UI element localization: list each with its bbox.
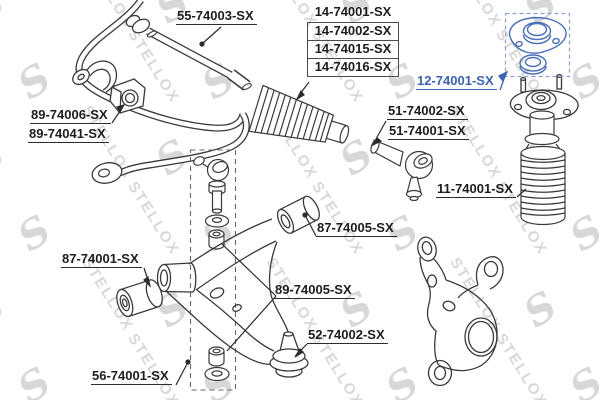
steering-rack-boot-drawing [248, 84, 350, 144]
shock-boot-drawing [520, 110, 566, 226]
tie-rod-end-drawing [370, 139, 434, 202]
stabilizer-bar-drawing [75, 0, 250, 184]
label-tie-rod-end-b: 51-74001-SX [388, 124, 469, 140]
label-strut-mount-selected[interactable]: 12-74001-SX [416, 74, 497, 90]
label-tie-rod: 55-74003-SX [176, 9, 257, 25]
tie-rod-axial-drawing [125, 14, 252, 91]
leader-87-74005 [305, 216, 317, 237]
control-arm-drawing [156, 195, 320, 378]
leader-89-74005-lower [226, 295, 277, 352]
leader-89-74005-upper [221, 243, 277, 297]
label-stab-bracket: 89-74041-SX [28, 127, 109, 143]
leader-56-74001 [175, 363, 188, 386]
label-stab-bushing: 89-74006-SX [30, 108, 111, 124]
label-arm-bushing-rear: 87-74001-SX [61, 252, 142, 268]
label-stab-link: 56-74001-SX [91, 369, 172, 385]
selected-part-drawing [504, 12, 571, 78]
label-ball-joint: 52-74002-SX [307, 328, 388, 344]
label-shock-boot: 11-74001-SX [436, 182, 516, 198]
leader-51 [375, 120, 387, 140]
label-tie-rod-end-a: 51-74002-SX [387, 104, 468, 120]
label-boot-kit-3: 14-74015-SX [307, 40, 399, 59]
leader-55-74003 [202, 26, 222, 44]
steering-knuckle-drawing [417, 236, 504, 387]
label-boot-kit-4: 14-74016-SX [307, 58, 399, 77]
label-link-bushing-kit: 89-74005-SX [274, 283, 355, 299]
selection-dashed-box [504, 12, 571, 78]
stab-link-group-box [189, 149, 237, 391]
leader-11-74001 [516, 188, 527, 198]
label-boot-kit-1: 14-74001-SX [314, 4, 392, 19]
stabilizer-link-drawing [193, 156, 230, 382]
leader-12-74001 [497, 70, 509, 91]
arm-rear-bushing-drawing [116, 279, 163, 318]
leader-lines [111, 26, 527, 386]
label-arm-bushing-front: 87-74005-SX [316, 221, 397, 237]
label-table-boot-kit: 14-74001-SX 14-74002-SX 14-74015-SX 14-7… [307, 4, 399, 77]
label-boot-kit-2: 14-74002-SX [307, 22, 399, 41]
